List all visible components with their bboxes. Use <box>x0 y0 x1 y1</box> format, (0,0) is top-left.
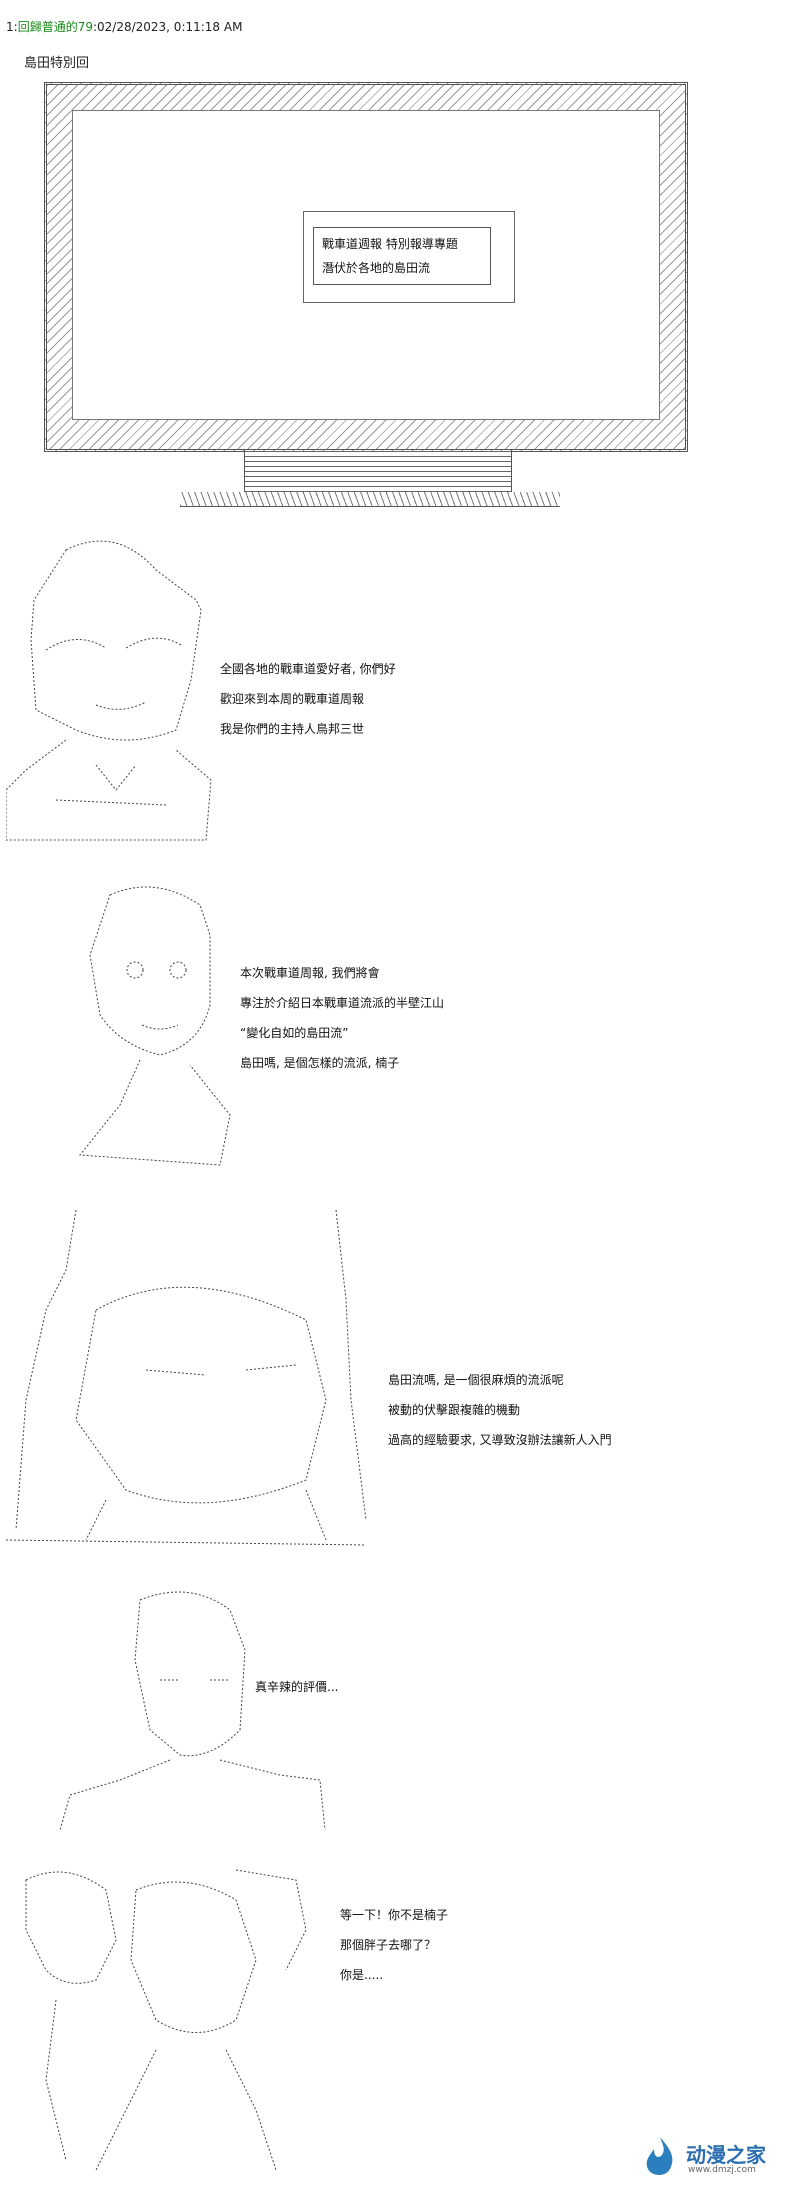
dialog-line: 真辛辣的評價... <box>255 1680 339 1694</box>
dialog-line: 島田流嗎, 是一個很麻煩的流派呢 <box>388 1373 564 1387</box>
dialog-line: 島田嗎, 是個怎樣的流派, 楠子 <box>240 1056 400 1070</box>
reporter-figure-art <box>79 886 231 1166</box>
ascii-art-host-reaction <box>60 1580 340 1830</box>
dialog-scene-3: 島田流嗎, 是一個很麻煩的流派呢 被動的伏擊跟複雜的機動 過高的經驗要求, 又導… <box>388 1365 612 1455</box>
ascii-art-reporter <box>60 875 240 1175</box>
chapter-title: 島田特別回 <box>24 56 90 71</box>
dialog-line: 歡迎來到本周的戰車道周報 <box>220 692 365 706</box>
dialog-line: 本次戰車道周報, 我們將會 <box>240 966 380 980</box>
watermark-text: 动漫之家 <box>686 2143 766 2167</box>
tv-illustration: 戰車道週報 特別報導專題 潛伏於各地的島田流 <box>44 82 688 452</box>
dialog-line: 被動的伏擊跟複雜的機動 <box>388 1403 521 1417</box>
interviewee-figure-art <box>6 1209 367 1546</box>
tv-title-line-2: 潛伏於各地的島田流 <box>322 261 431 275</box>
dialog-line: “變化自如的島田流” <box>240 1026 349 1040</box>
host-reaction-art <box>60 1591 326 1830</box>
watermark-url: www.dmzj.com <box>688 2165 756 2175</box>
host-figure-art <box>6 540 212 841</box>
ascii-art-group <box>6 1860 326 2180</box>
dialog-line: 那個胖子去哪了？ <box>340 1938 437 1952</box>
dialog-line: 我是你們的主持人鳥邦三世 <box>220 722 365 736</box>
dialog-line: 等一下！你不是楠子 <box>340 1908 449 1922</box>
post-header: 1:回歸普通的79:02/28/2023, 0:11:18 AM <box>6 18 242 35</box>
ascii-art-host <box>6 530 216 850</box>
tv-title-box: 戰車道週報 特別報導專題 潛伏於各地的島田流 <box>313 227 491 285</box>
tv-base <box>180 492 560 507</box>
dialog-line: 全國各地的戰車道愛好者, 你們好 <box>220 662 396 676</box>
dialog-scene-2: 本次戰車道周報, 我們將會 專注於介紹日本戰車道流派的半壁江山 “變化自如的島田… <box>240 958 444 1078</box>
tv-stand <box>244 450 512 492</box>
post-timestamp: :02/28/2023, 0:11:18 AM <box>92 20 243 34</box>
dialog-line: 專注於介紹日本戰車道流派的半壁江山 <box>240 996 445 1010</box>
tv-screen: 戰車道週報 特別報導專題 潛伏於各地的島田流 <box>72 110 660 420</box>
group-figure-art <box>25 1869 307 2171</box>
tv-title-bracket <box>303 211 515 303</box>
ascii-art-interviewee <box>6 1200 376 1560</box>
flame-logo-icon <box>646 2137 673 2175</box>
author-link[interactable]: 回歸普通的79 <box>17 20 93 34</box>
post-number: 1: <box>6 20 18 34</box>
dialog-line: 過高的經驗要求, 又導致沒辦法讓新人入門 <box>388 1433 612 1447</box>
tv-title-line-1: 戰車道週報 特別報導專題 <box>322 237 458 251</box>
site-watermark: 动漫之家 www.dmzj.com <box>640 2135 790 2179</box>
dialog-scene-1: 全國各地的戰車道愛好者, 你們好 歡迎來到本周的戰車道周報 我是你們的主持人鳥邦… <box>220 654 396 744</box>
dialog-scene-4: 真辛辣的評價... <box>255 1672 338 1702</box>
dialog-scene-5: 等一下！你不是楠子 那個胖子去哪了？ 你是..... <box>340 1900 448 1990</box>
dialog-line: 你是..... <box>340 1968 384 1982</box>
